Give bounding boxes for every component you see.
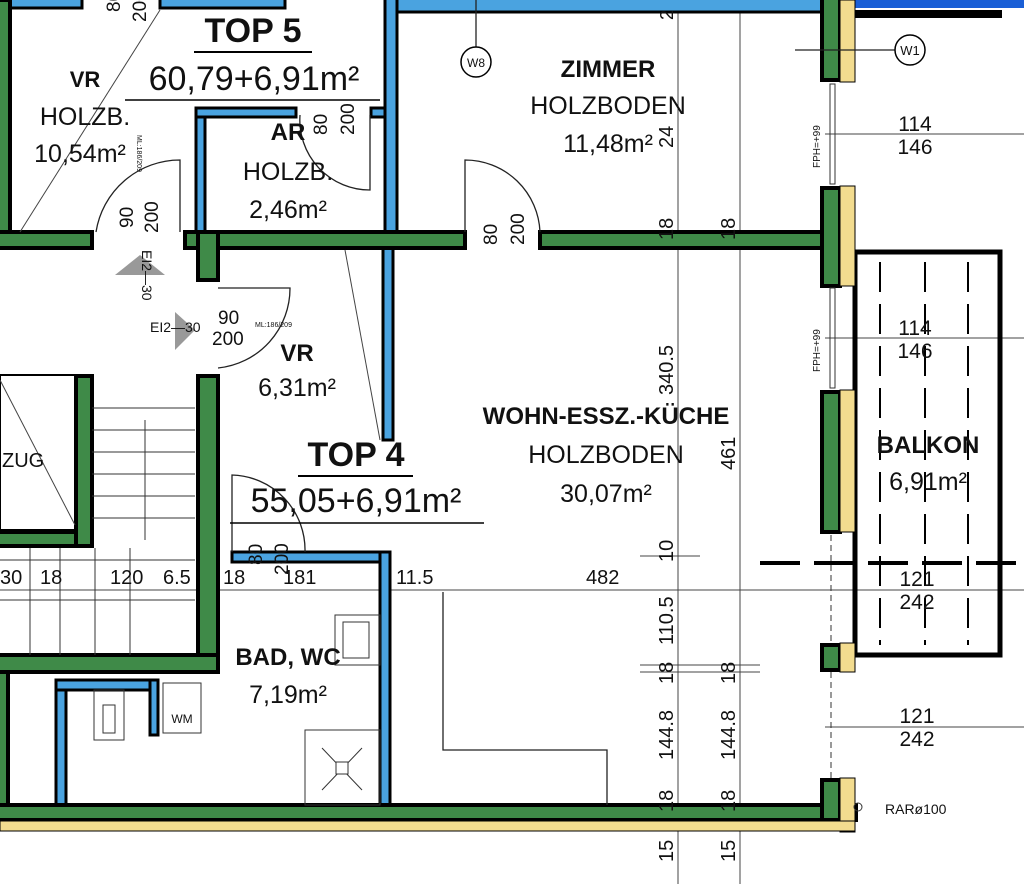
fire-rating-top: EI2—30: [139, 250, 155, 301]
svg-text:18: 18: [656, 662, 678, 684]
room-ar-area: 2,46m²: [249, 196, 327, 224]
door-top4-height: 200: [212, 329, 244, 350]
drain-label: RARø100: [885, 801, 947, 817]
door-frame-size-2: ML:186/209: [255, 322, 292, 329]
top4-title: TOP 4: [307, 436, 404, 474]
room-bad-area: 7,19m²: [249, 681, 327, 709]
door-top-left-width: 80: [104, 0, 125, 12]
svg-text:18: 18: [718, 218, 740, 240]
top4-area: 55,05+6,91m²: [251, 482, 462, 520]
window-3-width: 121: [899, 568, 934, 591]
window-1-width: 114: [898, 113, 932, 136]
room-ar-floor: HOLZB.: [243, 158, 333, 186]
door-top4-width: 90: [218, 308, 239, 329]
svg-text:482: 482: [586, 567, 619, 589]
room-zimmer-name: ZIMMER: [561, 56, 656, 83]
svg-text:18: 18: [718, 790, 740, 812]
door-bad-height: 200: [272, 543, 293, 575]
staircase: [0, 374, 195, 655]
door-top-left-height: 200: [130, 0, 151, 22]
window-2-width: 114: [898, 317, 932, 340]
window-4-height: 242: [899, 728, 934, 751]
top-bar: [848, 0, 1024, 8]
svg-text:120: 120: [110, 567, 143, 589]
room-balkon-name: BALKON: [877, 432, 980, 459]
door-frame-size-1: ML:186/209: [135, 135, 142, 172]
door-top5-height: 200: [142, 201, 163, 233]
fixtures: [93, 0, 926, 812]
svg-text:10: 10: [656, 540, 678, 562]
room-balkon-area: 6,91m²: [889, 468, 967, 496]
room-lift-label: ZUG: [2, 450, 44, 472]
window-3-height: 242: [899, 591, 934, 614]
svg-text:18: 18: [40, 567, 62, 589]
top5-title: TOP 5: [204, 12, 301, 50]
svg-text:2: 2: [657, 10, 677, 20]
window-sill-height-1: FPH=+99: [812, 125, 823, 168]
svg-text:18: 18: [223, 567, 245, 589]
room-zimmer-area: 11,48m²: [563, 130, 653, 158]
svg-text:11.5: 11.5: [396, 567, 433, 589]
svg-text:15: 15: [656, 840, 678, 862]
top5-area: 60,79+6,91m²: [149, 60, 360, 98]
room-bad-name: BAD, WC: [235, 644, 340, 671]
svg-text:18: 18: [656, 218, 678, 240]
windows: [829, 83, 836, 778]
window-tag-w1: W1: [900, 43, 920, 58]
vertical-dimensions-a: 24 18 340.5 10 110.5 18 144.8 18 15: [656, 126, 678, 862]
svg-text:18: 18: [718, 662, 740, 684]
svg-text:340.5: 340.5: [656, 345, 678, 395]
doors: [19, 9, 541, 553]
room-ar-name: AR: [271, 119, 306, 146]
door-ar-width: 80: [311, 114, 332, 135]
room-vr-top5-area: 10,54m²: [34, 140, 126, 168]
room-vr-top5-floor: HOLZB.: [40, 103, 130, 131]
room-vr-top5-name: VR: [70, 67, 101, 92]
room-wohn-area: 30,07m²: [560, 480, 652, 508]
structural-walls: [0, 0, 858, 833]
window-2-height: 146: [897, 340, 932, 363]
door-zimmer-height: 200: [508, 213, 529, 245]
door-ar-height: 200: [338, 103, 359, 135]
vertical-dimensions-b: 18 461 18 144.8 18 15 2: [657, 10, 740, 862]
svg-text:15: 15: [718, 840, 740, 862]
room-wohn-name: WOHN-ESSZ.-KÜCHE: [483, 403, 730, 430]
window-tag-w8: W8: [467, 56, 485, 70]
fire-rating-side: EI2—30: [150, 319, 201, 335]
horizontal-dimensions: 30 18 120 6.5 18 181 11.5 482: [0, 567, 619, 589]
room-zimmer-floor: HOLZBODEN: [530, 92, 686, 120]
svg-text:6.5: 6.5: [163, 567, 191, 589]
window-sill-height-2: FPH=+99: [812, 329, 823, 372]
svg-text:30: 30: [0, 567, 22, 589]
window-1-height: 146: [897, 136, 932, 159]
svg-text:144.8: 144.8: [718, 710, 740, 760]
top-railing: [852, 10, 1002, 18]
svg-text:181: 181: [283, 567, 316, 589]
svg-text:18: 18: [656, 790, 678, 812]
partition-walls: [0, 0, 824, 809]
room-vr-top4-name: VR: [280, 340, 313, 367]
washing-machine-label: WM: [171, 712, 192, 726]
svg-text:461: 461: [718, 437, 740, 470]
room-wohn-floor: HOLZBODEN: [528, 441, 684, 469]
svg-text:144.8: 144.8: [656, 710, 678, 760]
svg-text:110.5: 110.5: [656, 596, 678, 645]
door-top5-width: 90: [117, 207, 138, 228]
svg-text:24: 24: [656, 126, 678, 148]
window-4-width: 121: [899, 705, 934, 728]
room-vr-top4-area: 6,31m²: [258, 374, 336, 402]
door-bad-width: 80: [246, 544, 267, 565]
door-zimmer-width: 80: [481, 224, 502, 245]
